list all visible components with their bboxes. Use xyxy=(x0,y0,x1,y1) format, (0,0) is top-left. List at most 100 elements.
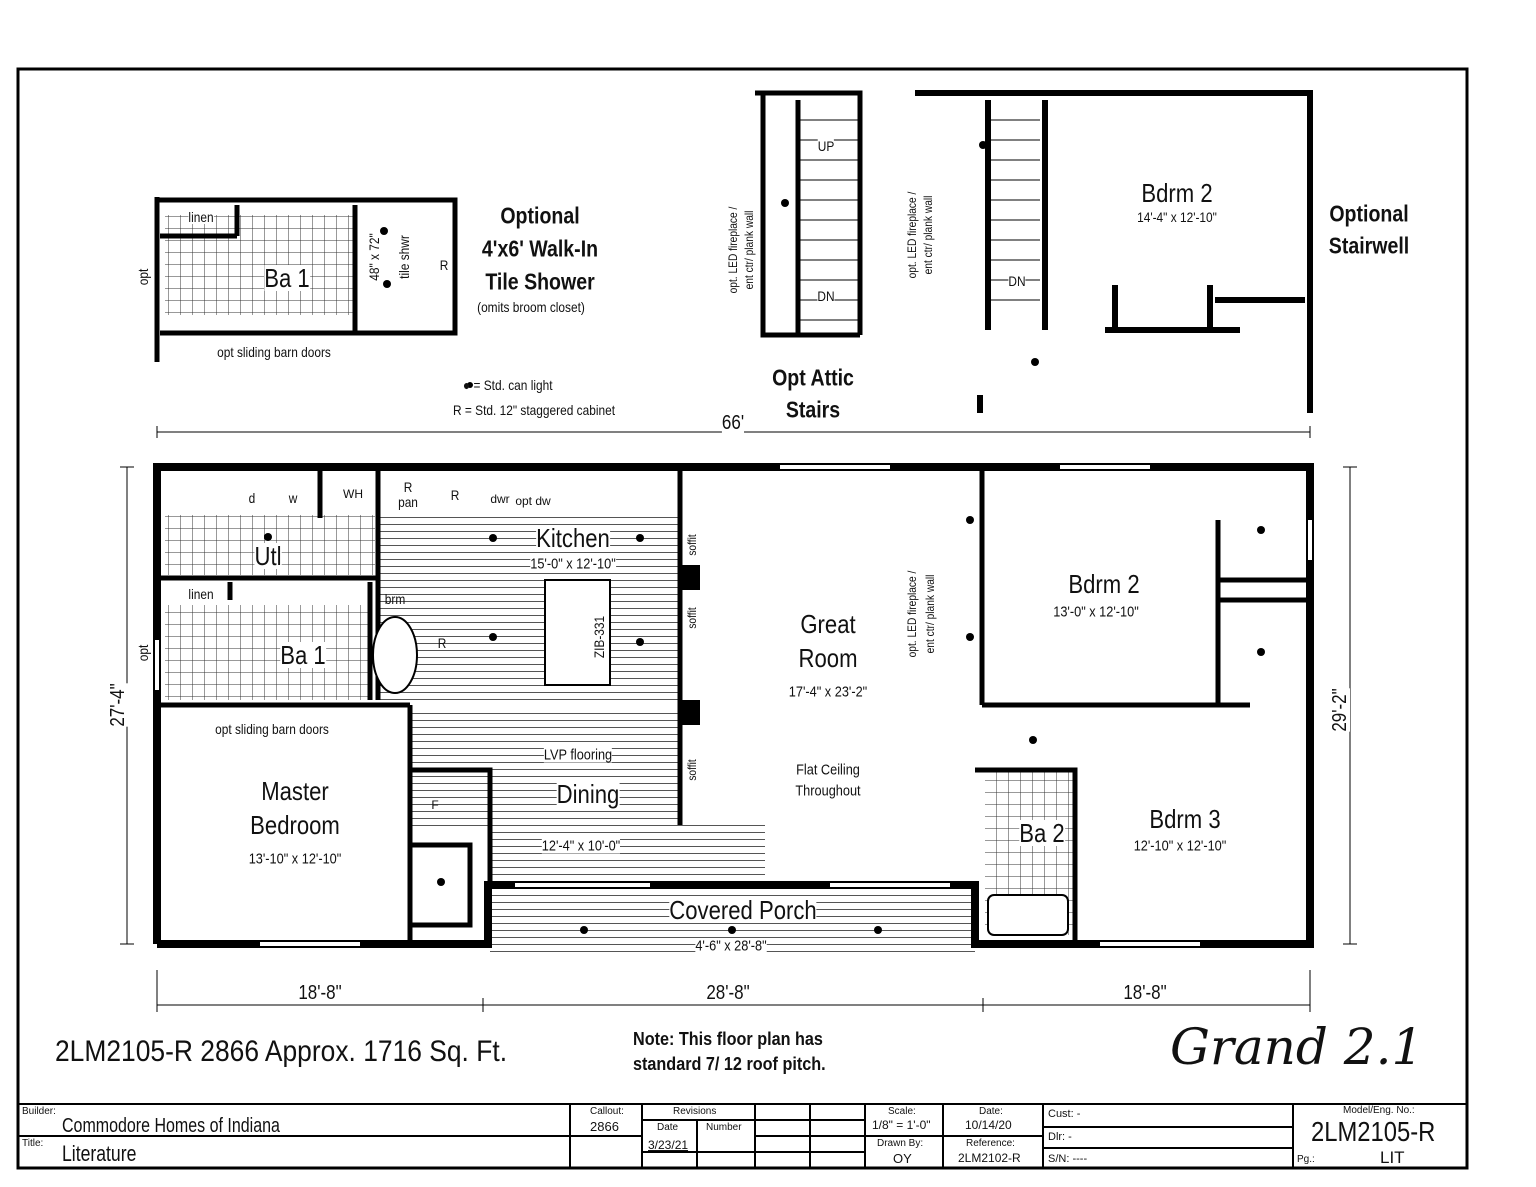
shower-barn-doors: opt sliding barn doors xyxy=(217,344,331,360)
kitchen-lvp xyxy=(378,515,678,700)
kitchen-island xyxy=(544,579,611,686)
left-depth: 27'-4" xyxy=(107,683,129,727)
pantry-r: R xyxy=(403,479,413,495)
shower-ba1: Ba 1 xyxy=(264,263,310,293)
date: 10/14/20 xyxy=(965,1118,1012,1132)
drawn-by-label: Drawn By: xyxy=(877,1138,924,1149)
legend-cabinet: R = Std. 12" staggered cabinet xyxy=(453,402,616,418)
legend-can-light: ● = Std. can light xyxy=(463,377,553,393)
exterior-walls xyxy=(153,463,1314,948)
linen: linen xyxy=(188,586,214,602)
kitchen-label: Kitchen xyxy=(536,523,610,553)
cabinet-r-2: R xyxy=(437,635,447,651)
ba2-label: Ba 2 xyxy=(1019,818,1065,848)
great-room-label-1: Great xyxy=(800,609,856,639)
attic-title-2: Stairs xyxy=(785,396,841,423)
dryer: d xyxy=(248,490,256,506)
builder-label: Builder: xyxy=(22,1106,56,1117)
shower-title-3: Tile Shower xyxy=(485,268,595,295)
page-label: Pg.: xyxy=(1297,1154,1315,1165)
overall-width: 66' xyxy=(721,412,745,434)
ba1-tile xyxy=(165,605,370,700)
customer: Cust: - xyxy=(1048,1108,1081,1120)
water-heater: WH xyxy=(343,487,363,501)
shower-label: tile shwr xyxy=(396,235,412,279)
callout-label: Callout: xyxy=(590,1106,624,1117)
great-room-label-2: Room xyxy=(798,643,858,673)
title-label: Title: xyxy=(22,1138,44,1149)
stairwell-title-2: Stairwell xyxy=(1328,232,1410,259)
bdrm3-label: Bdrm 3 xyxy=(1149,804,1221,834)
ba1-label: Ba 1 xyxy=(280,640,326,670)
grand-logo: Grand 2.1 xyxy=(1170,1018,1424,1076)
revisions-label: Revisions xyxy=(673,1106,717,1117)
reference-label: Reference: xyxy=(966,1138,1015,1149)
barn-doors: opt sliding barn doors xyxy=(215,721,329,737)
soffit-2: soffit xyxy=(685,607,699,629)
rev-date: 3/23/21 xyxy=(648,1138,689,1152)
reference: 2LM2102-R xyxy=(958,1151,1021,1165)
right-depth: 29'-2" xyxy=(1329,688,1351,732)
shower-note: (omits broom closet) xyxy=(477,299,585,315)
opt-dishwasher: opt dw xyxy=(515,494,551,508)
dining-dim: 12'-4" x 10'-0" xyxy=(541,837,621,855)
dealer: Dlr: - xyxy=(1048,1131,1072,1143)
master-dim: 13'-10" x 12'-10" xyxy=(248,850,342,868)
builder: Commodore Homes of Indiana xyxy=(62,1115,280,1137)
page: LIT xyxy=(1380,1148,1405,1167)
great-room-dim: 17'-4" x 23'-2" xyxy=(788,683,868,701)
opt-label: opt xyxy=(135,644,151,662)
attic-led-1: opt. LED fireplace / xyxy=(726,206,740,294)
drawer: dwr xyxy=(490,492,510,506)
date-label: Date: xyxy=(979,1106,1003,1117)
model-label: Model/Eng. No.: xyxy=(1343,1105,1415,1116)
rev-number-label: Number xyxy=(706,1122,742,1133)
master-label-1: Master xyxy=(261,776,329,806)
lvp-flooring: LVP flooring xyxy=(543,746,613,764)
cabinet-r: R xyxy=(450,487,460,503)
interior-walls xyxy=(157,470,1310,940)
sheet-border xyxy=(16,67,1469,1170)
title: Literature xyxy=(62,1141,137,1166)
kitchen-dim: 15'-0" x 12'-10" xyxy=(530,555,616,573)
washer: w xyxy=(288,490,298,506)
can-lights xyxy=(264,141,1265,934)
attic-up: UP xyxy=(817,138,835,154)
stairwell-led-2: ent ctr/ plank wall xyxy=(921,195,935,275)
fireplace-f: F xyxy=(431,798,439,812)
attic-led-2: ent ctr/ plank wall xyxy=(742,210,756,290)
scale: 1/8" = 1'-0" xyxy=(872,1118,931,1132)
bdrm2-dim: 13'-0" x 12'-10" xyxy=(1053,603,1139,621)
attic-dn: DN xyxy=(817,288,835,304)
rev-date-label: Date xyxy=(657,1122,679,1133)
scale-label: Scale: xyxy=(888,1106,916,1117)
soffit-3: soffit xyxy=(685,759,699,781)
pantry: pan xyxy=(398,494,418,510)
model-number: 2LM2105-R xyxy=(1311,1116,1436,1147)
porch-dim: 4'-6" x 28'-8" xyxy=(695,937,767,955)
note-line-2: standard 7/ 12 roof pitch. xyxy=(633,1054,826,1074)
bottom-dim-center: 28'-8" xyxy=(706,982,750,1004)
led-fireplace-2: ent ctr/ plank wall xyxy=(923,574,937,654)
stairwell-bdrm2-dim: 14'-4" x 12'-10" xyxy=(1137,209,1217,225)
soffit-1: soffit xyxy=(685,534,699,556)
dimension-lines xyxy=(120,426,1357,1012)
callout: 2866 xyxy=(590,1119,619,1134)
great-room-note-1: Flat Ceiling xyxy=(796,761,860,779)
stair-treads xyxy=(798,119,1040,321)
master-label-2: Bedroom xyxy=(250,810,340,840)
utl-label: Utl xyxy=(254,541,282,571)
broom-closet: brm xyxy=(384,591,406,607)
shower-linen: linen xyxy=(188,209,214,225)
shower-title-2: 4'x6' Walk-In xyxy=(481,235,599,262)
stairwell-title-1: Optional xyxy=(1329,200,1409,227)
stairwell-dn: DN xyxy=(1008,273,1026,289)
tub xyxy=(372,616,418,694)
summary: 2LM2105-R 2866 Approx. 1716 Sq. Ft. xyxy=(55,1035,508,1068)
optional-shower-plan xyxy=(154,197,458,362)
shower-size: 48" x 72" xyxy=(366,233,382,281)
great-room-note-2: Throughout xyxy=(795,782,861,800)
stairwell-bdrm2: Bdrm 2 xyxy=(1141,178,1213,208)
